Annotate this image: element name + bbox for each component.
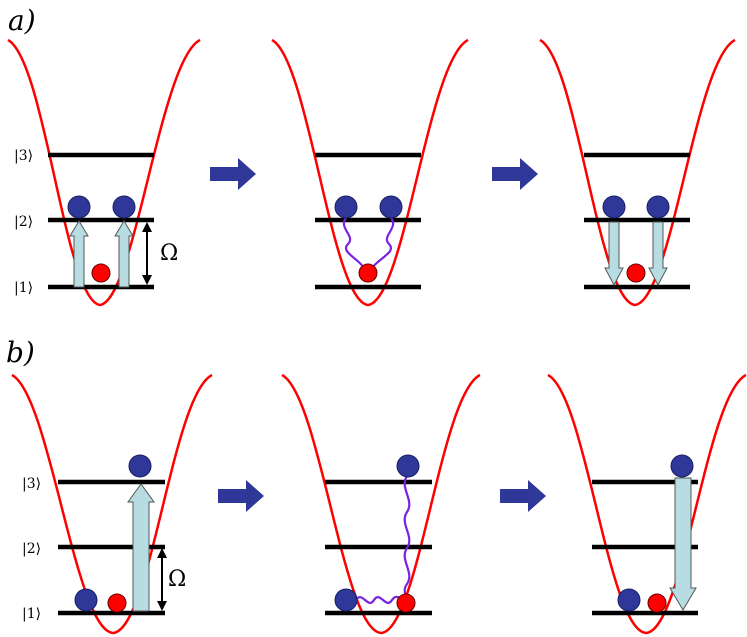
coupling-label: Ω (168, 567, 186, 592)
transition-arrow-down (604, 221, 624, 287)
red-atom (91, 263, 111, 283)
trap-potential (539, 38, 736, 307)
trap-potential (271, 38, 469, 307)
blue-atom (670, 454, 694, 478)
panel-a-step-2 (271, 38, 469, 307)
blue-atom (646, 195, 670, 219)
panel-b-state-2-label: |2⟩ (22, 541, 41, 557)
transition-arrow-up (127, 483, 155, 612)
trap-potential (11, 373, 213, 635)
blue-atom (396, 454, 420, 478)
panel-a-state-2-label: |2⟩ (14, 214, 33, 230)
panel-b-state-3-label: |3⟩ (22, 476, 41, 492)
blue-atom (112, 195, 136, 219)
right-arrow-icon (500, 480, 546, 512)
trap-potential (547, 373, 747, 635)
transition-arrow-up (69, 220, 89, 288)
coupling-label: Ω (160, 241, 178, 266)
blue-atom (74, 588, 98, 612)
blue-atom (334, 588, 358, 612)
coupling-arrow (142, 222, 152, 285)
panel-b-label: b) (6, 336, 35, 369)
transition-arrow-down (648, 221, 668, 287)
wavy-line-icon (371, 217, 395, 269)
coupling-arrow (157, 548, 167, 611)
blue-atom (334, 195, 358, 219)
blue-atom (67, 195, 91, 219)
panel-a-step-3 (539, 38, 736, 307)
panel-b-state-labels: |3⟩ |2⟩ |1⟩ (22, 476, 41, 622)
red-atom (107, 593, 127, 613)
right-arrow-icon (218, 480, 264, 512)
red-atom (626, 263, 646, 283)
wavy-line-icon (403, 475, 411, 603)
blue-atom (128, 454, 152, 478)
panel-a-step-1: Ω (7, 38, 201, 307)
right-arrow-icon (492, 158, 538, 190)
transition-arrow-down (669, 477, 697, 611)
wavy-line-icon (355, 595, 403, 604)
wavy-line-icon (342, 217, 365, 269)
red-atom (396, 593, 416, 613)
transition-arrow-up (114, 220, 134, 288)
trap-potential (281, 373, 481, 635)
panel-b-state-1-label: |1⟩ (22, 606, 41, 622)
panel-a-state-1-label: |1⟩ (14, 280, 33, 296)
red-atom (647, 593, 667, 613)
trap-potential (7, 38, 201, 307)
panel-a-label: a) (8, 4, 36, 37)
panel-a-state-labels: |3⟩ |2⟩ |1⟩ (14, 148, 33, 296)
panel-b-step-2 (281, 373, 481, 635)
panel-a-state-3-label: |3⟩ (14, 148, 33, 164)
panel-b-step-3 (547, 373, 747, 635)
blue-atom (379, 195, 403, 219)
panel-b-step-1: Ω (11, 373, 213, 635)
blue-atom (602, 195, 626, 219)
blue-atom (617, 588, 641, 612)
right-arrow-icon (210, 158, 256, 190)
red-atom (358, 263, 378, 283)
